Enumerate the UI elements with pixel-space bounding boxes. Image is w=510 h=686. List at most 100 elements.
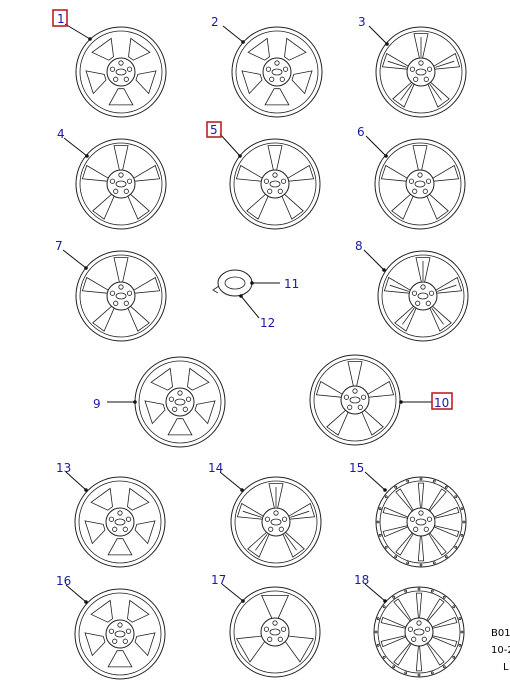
wheel-16-window [127,599,150,623]
callout-14[interactable]: 14 [208,461,223,475]
wheel-10-badge [349,396,361,404]
wheel-13-window [90,487,113,511]
wheel-10[interactable] [309,354,432,446]
callout-12[interactable]: 12 [260,316,275,330]
wheel-13-inner-rim [78,480,162,564]
wheel-4[interactable] [63,137,167,230]
callout-17[interactable]: 17 [211,573,226,587]
callout-6[interactable]: 6 [357,125,365,139]
callout-3-leader-dot [385,42,389,46]
wheel-4-lug-nut [109,178,116,184]
wheel-3[interactable] [368,25,467,118]
wheel-9-window [150,367,173,391]
wheel-18[interactable] [364,583,465,678]
wheel-18-rim-bolt [392,595,396,599]
diagram-code-line-2: 10-2 [491,645,510,656]
wheel-2[interactable] [222,25,323,118]
wheel-4-badge [115,180,127,188]
wheel-10-lug-nut [360,394,367,400]
callout-2[interactable]: 2 [211,15,219,29]
wheel-8-lug-nut [428,290,435,296]
wheel-15-rim-bolt [454,545,458,549]
wheel-3-hub [406,57,436,87]
callout-9-leader-dot [133,400,137,404]
callout-11[interactable]: 11 [284,277,299,291]
wheel-4-inner-rim [79,142,163,226]
wheel-4-lug-nut [113,188,119,194]
wheel-18-rim-bolt [430,589,434,593]
wheel-2-lug-nut [265,66,272,72]
callout-10[interactable]: 10 [434,396,449,410]
callout-1-highlight-box [52,9,68,27]
wheel-6[interactable] [365,135,466,230]
center-cap-logo [224,276,246,290]
callout-13-leader-dot [84,488,88,492]
wheel-10-inner-rim [313,358,397,442]
wheel-3-lug-nut [409,66,416,72]
wheel-9[interactable] [107,356,226,448]
callout-8[interactable]: 8 [355,239,363,253]
callout-6-leader-dot [384,154,388,158]
wheel-8[interactable] [363,249,469,342]
wheel-3-lug-nut [423,76,429,82]
wheel-15-rim-bolt [406,561,410,565]
wheel-16-lug-nut [125,628,132,634]
wheel-15[interactable] [364,471,467,568]
wheel-3-spoke-ridge [435,60,455,68]
callout-8-leader [363,249,385,271]
wheel-7[interactable] [62,249,167,342]
callout-5[interactable]: 5 [210,123,218,137]
wheel-2-inner-rim [235,30,319,114]
wheel-16-badge [114,630,126,638]
wheel-1-lug-nut [113,76,119,82]
wheel-18-lug-nut [416,620,422,626]
wheel-14[interactable] [219,471,322,568]
callout-15[interactable]: 15 [349,461,364,475]
wheel-18-rim-bolt [382,605,386,609]
wheel-14-spoke-ridge [242,510,262,518]
wheel-16-window [90,599,113,623]
callout-7[interactable]: 7 [55,239,63,253]
wheel-4-lug-nut [126,178,133,184]
center-cap[interactable] [212,269,280,319]
wheel-7-lug-nut [113,300,119,306]
wheel-9-window [144,400,166,425]
wheel-5[interactable] [219,133,321,230]
wheel-2-lug-nut [279,76,285,82]
wheel-7-lug-nut [109,290,116,296]
wheel-9-lug-nut [168,396,175,402]
callout-13[interactable]: 13 [56,461,71,475]
callout-1[interactable]: 1 [57,12,65,26]
callout-16[interactable]: 16 [56,574,71,588]
wheel-15-rim-bolt [460,507,464,511]
wheel-15-lug-nut [409,516,416,522]
wheel-13-lug-nut [125,516,132,522]
wheel-18-lug-nut [407,626,414,632]
wheel-16-inner-rim [78,592,162,676]
callout-18[interactable]: 18 [354,573,369,587]
wheel-18-rim-bolt [460,630,464,634]
callout-9[interactable]: 9 [93,397,101,411]
wheel-18-rim-bolt [376,617,380,621]
wheel-2-badge [271,68,283,76]
wheel-18-hub [404,617,434,647]
wheel-10-lug-nut [352,388,358,394]
wheel-10-hub [340,385,370,415]
callout-2-leader-dot [241,40,245,44]
wheel-13[interactable] [65,471,166,568]
wheel-17[interactable] [221,583,321,678]
wheel-1-hub [106,57,136,87]
wheel-18-inner-rim [377,590,461,674]
callout-4[interactable]: 4 [57,127,65,141]
wheel-15-hub [406,507,436,537]
callout-7-leader-dot [84,266,88,270]
wheel-2-window [291,70,313,95]
wheel-15-rim-bolt [378,507,382,511]
wheel-1[interactable] [64,23,167,118]
wheel-14-spoke-ridge [284,533,297,551]
callout-3[interactable]: 3 [358,15,366,29]
wheel-14-hub [261,507,291,537]
wheel-5-lug-nut [277,188,283,194]
wheel-3-badge [415,68,427,76]
wheel-16[interactable] [65,584,166,680]
